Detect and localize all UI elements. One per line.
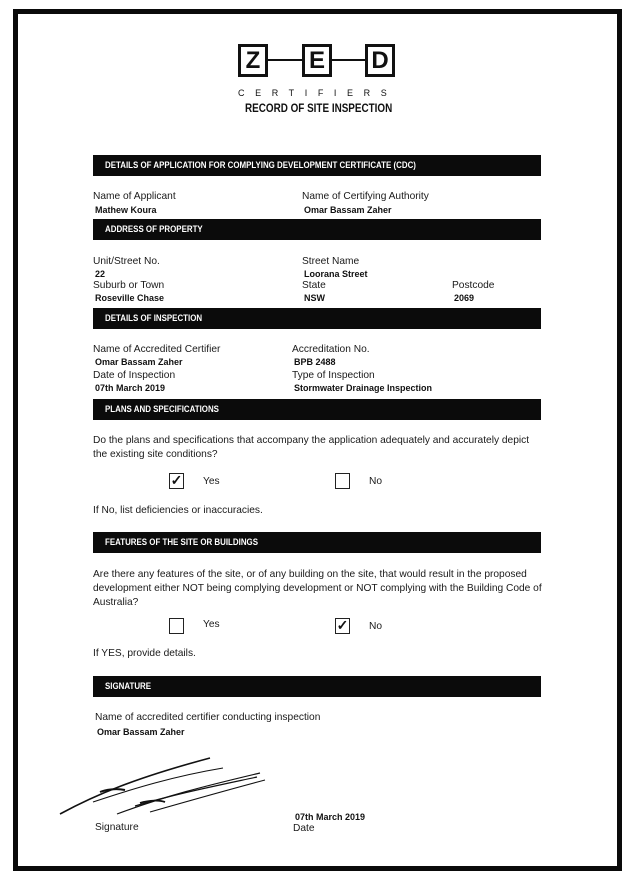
section-header-signature: SIGNATURE bbox=[93, 676, 541, 697]
section-header-inspection: DETAILS OF INSPECTION bbox=[93, 308, 541, 329]
accreditation-value: BPB 2488 bbox=[294, 357, 336, 367]
suburb-label: Suburb or Town bbox=[93, 280, 165, 291]
logo-subtitle: CERTIFIERS bbox=[238, 88, 398, 98]
certifier-value: Omar Bassam Zaher bbox=[95, 357, 183, 367]
features-followup: If YES, provide details. bbox=[93, 648, 196, 659]
signature-date-value: 07th March 2019 bbox=[295, 812, 366, 822]
plans-question: Do the plans and specifications that acc… bbox=[93, 435, 530, 460]
logo-letter-e: E bbox=[302, 44, 332, 77]
page-border bbox=[13, 9, 622, 871]
unit-value: 22 bbox=[95, 269, 106, 279]
section-header-features: FEATURES OF THE SITE OR BUILDINGS bbox=[93, 532, 541, 553]
section-header-address: ADDRESS OF PROPERTY bbox=[93, 219, 541, 240]
inspection-date-value: 07th March 2019 bbox=[95, 383, 166, 393]
features-yes-label: Yes bbox=[203, 619, 220, 630]
inspection-type-label: Type of Inspection bbox=[292, 370, 375, 381]
document-title: RECORD OF SITE INSPECTION bbox=[245, 103, 393, 115]
state-label: State bbox=[302, 280, 326, 291]
section-heading-text: ADDRESS OF PROPERTY bbox=[105, 224, 203, 234]
signer-name-label: Name of accredited certifier conducting … bbox=[95, 712, 321, 723]
plans-no-checkbox[interactable] bbox=[335, 473, 350, 489]
certifier-label: Name of Accredited Certifier bbox=[93, 344, 221, 355]
unit-label: Unit/Street No. bbox=[93, 256, 160, 267]
zed-logo: Z E D bbox=[238, 44, 395, 84]
authority-value: Omar Bassam Zaher bbox=[304, 205, 392, 215]
section-heading-text: FEATURES OF THE SITE OR BUILDINGS bbox=[105, 537, 258, 547]
applicant-value: Mathew Koura bbox=[95, 205, 157, 215]
plans-yes-checkbox[interactable]: ✓ bbox=[169, 472, 184, 489]
inspection-date-label: Date of Inspection bbox=[93, 370, 176, 381]
logo-connector bbox=[332, 59, 365, 61]
postcode-value: 2069 bbox=[454, 293, 475, 303]
features-question: Are there any features of the site, or o… bbox=[93, 569, 542, 608]
signature-label: Signature bbox=[95, 822, 139, 833]
features-yes-checkbox[interactable] bbox=[169, 618, 184, 634]
plans-followup: If No, list deficiencies or inaccuracies… bbox=[93, 505, 263, 516]
signature-date-label: Date bbox=[293, 823, 315, 834]
postcode-label: Postcode bbox=[452, 280, 495, 291]
suburb-value: Roseville Chase bbox=[95, 293, 165, 303]
section-heading-text: PLANS AND SPECIFICATIONS bbox=[105, 404, 219, 414]
plans-no-label: No bbox=[369, 476, 383, 487]
signer-name-value: Omar Bassam Zaher bbox=[97, 727, 185, 737]
section-header-application: DETAILS OF APPLICATION FOR COMPLYING DEV… bbox=[93, 155, 541, 176]
applicant-label: Name of Applicant bbox=[93, 191, 176, 202]
street-label: Street Name bbox=[302, 256, 360, 267]
state-value: NSW bbox=[304, 293, 325, 303]
section-heading-text: DETAILS OF INSPECTION bbox=[105, 313, 203, 323]
logo-letter-d: D bbox=[365, 44, 395, 77]
street-value: Loorana Street bbox=[304, 269, 368, 279]
handwritten-signature bbox=[59, 757, 266, 815]
section-header-plans: PLANS AND SPECIFICATIONS bbox=[93, 399, 541, 420]
features-no-label: No bbox=[369, 621, 383, 632]
accreditation-label: Accreditation No. bbox=[292, 344, 370, 355]
features-no-checkbox[interactable]: ✓ bbox=[335, 617, 350, 634]
authority-label: Name of Certifying Authority bbox=[302, 191, 429, 202]
logo-letter-z: Z bbox=[238, 44, 268, 77]
section-heading-text: DETAILS OF APPLICATION FOR COMPLYING DEV… bbox=[105, 160, 416, 170]
inspection-type-value: Stormwater Drainage Inspection bbox=[294, 383, 433, 393]
section-heading-text: SIGNATURE bbox=[105, 681, 152, 691]
logo-connector bbox=[268, 59, 302, 61]
plans-yes-label: Yes bbox=[203, 476, 220, 487]
